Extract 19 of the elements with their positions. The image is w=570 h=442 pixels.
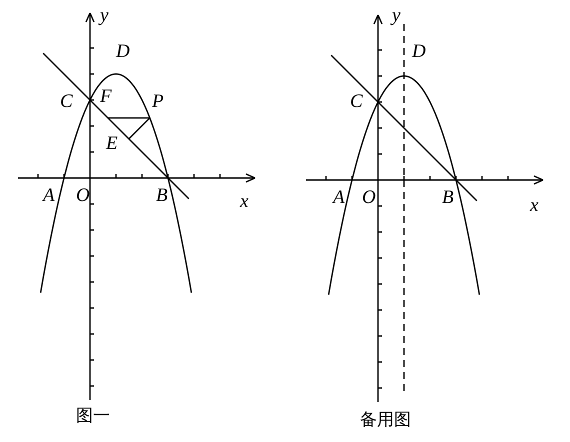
axis-label: x: [240, 192, 248, 211]
point-label: F: [100, 87, 112, 106]
axis-label: y: [392, 6, 400, 25]
point-label: B: [442, 188, 454, 207]
point-label: C: [60, 92, 73, 111]
point-label: A: [43, 186, 55, 205]
origin-label: O: [362, 188, 376, 207]
point-label: P: [152, 92, 164, 111]
figure-caption: 备用图: [360, 412, 411, 429]
axis-label: x: [530, 196, 538, 215]
origin-label: O: [76, 186, 90, 205]
point-label: A: [333, 188, 345, 207]
point-label: B: [156, 186, 168, 205]
figure-caption: 图一: [76, 408, 110, 425]
point-label: C: [350, 92, 363, 111]
point-label: D: [116, 42, 130, 61]
point-label: D: [412, 42, 426, 61]
axis-label: y: [100, 6, 108, 25]
point-label: E: [106, 134, 118, 153]
